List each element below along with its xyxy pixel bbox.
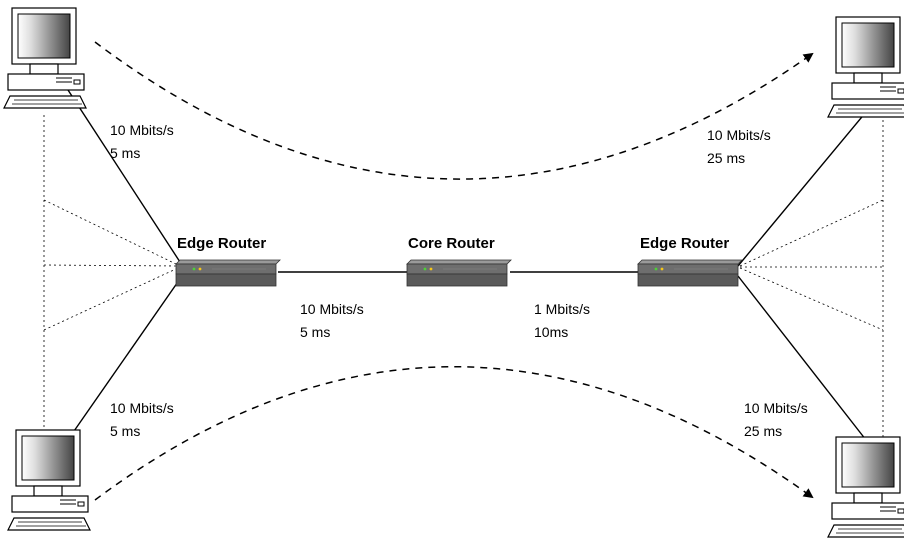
router-label-right-edge: Edge Router: [640, 235, 729, 252]
desktop-computer-icon-bottom-left: [7, 429, 91, 531]
link-delay-core-edge: 10ms: [534, 324, 568, 340]
left-dotted-fan: [43, 115, 179, 428]
router-label-left-edge: Edge Router: [177, 235, 266, 252]
link-rate-top-right: 10 Mbits/s: [707, 127, 771, 143]
router-icon-core: [406, 259, 512, 287]
link-rate-bottom-right: 10 Mbits/s: [744, 400, 808, 416]
flow-arrow-bottom: [94, 366, 814, 501]
link-rate-top-left: 10 Mbits/s: [110, 122, 174, 138]
link-delay-top-right: 25 ms: [707, 150, 745, 166]
link-rate-edge-core: 10 Mbits/s: [300, 301, 364, 317]
link-rate-core-edge: 1 Mbits/s: [534, 301, 590, 317]
link-delay-top-left: 5 ms: [110, 145, 140, 161]
link-delay-edge-core: 5 ms: [300, 324, 330, 340]
desktop-computer-icon-top-right: [827, 16, 904, 118]
link-top-left: [67, 89, 181, 263]
right-dotted-fan: [739, 120, 884, 445]
link-bottom-right: [737, 275, 867, 441]
desktop-computer-icon-top-left: [3, 7, 87, 109]
desktop-computer-icon-bottom-right: [827, 436, 904, 538]
link-bottom-left: [64, 275, 183, 445]
link-rate-bottom-left: 10 Mbits/s: [110, 400, 174, 416]
flow-arrow-top: [94, 41, 814, 180]
router-icon-left-edge: [175, 259, 281, 287]
link-top-right: [737, 111, 867, 267]
router-icon-right-edge: [637, 259, 743, 287]
link-delay-bottom-left: 5 ms: [110, 423, 140, 439]
router-label-core: Core Router: [408, 235, 495, 252]
link-delay-bottom-right: 25 ms: [744, 423, 782, 439]
solid-links: [64, 89, 867, 445]
